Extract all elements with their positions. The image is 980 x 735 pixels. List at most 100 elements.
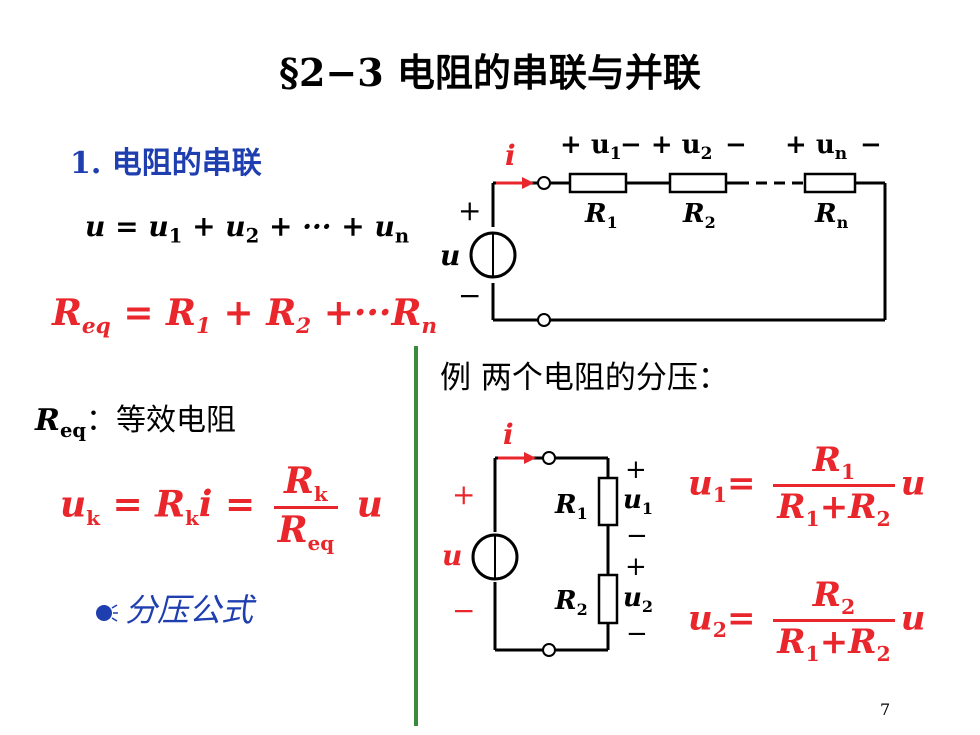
i-eq: i = [198,483,256,526]
divider-current-label: i [503,420,514,451]
svg-text:+ un: + un [785,130,847,164]
req-rhs: = R [123,292,196,334]
v-label-2: − + u [620,130,701,160]
u2-numerator: R2 [773,575,894,619]
req-symbol-sub: eq [59,419,86,442]
v-sub-n: n [835,144,847,164]
rk-sub: k [185,505,199,530]
divider-circuit-diagram: i + u − R1 R2 + u1 − + u2 − [442,420,653,657]
divider-u2-plus: + [625,552,647,582]
divider-r2-sub: 2 [577,600,588,619]
den-sub: eq [307,531,335,556]
example-heading: 例 两个电阻的分压： [440,360,729,396]
u1-eq: = [726,463,756,504]
divider-r2: R [554,586,577,616]
series-current-label: i [505,139,516,172]
eq-op: = [115,210,139,243]
u1-fraction: R1 R1+R2 [773,440,895,531]
r-sub-1: 1 [607,213,618,232]
eq-term-n: u [374,210,395,243]
u2-den-plus: + [819,621,849,662]
u1-den-b-sub: 2 [876,506,891,531]
eq-plus: + [192,210,216,243]
uk-symbol: u [60,483,87,526]
frac-denominator: Req [273,506,339,556]
u2-lhs: u [688,598,713,639]
divider-u2-minus: − [626,619,648,649]
r-sub-2: 2 [705,213,716,232]
voltage-divider-general-formula: uk = Rki = Rk Req u [60,460,383,555]
r-label-n: R [814,199,837,229]
req-colon: ： [85,403,116,438]
divider-src-plus: + [452,478,475,511]
req-r1-sub: 1 [195,314,211,340]
u2-num-sub: 2 [841,594,856,619]
divider-u1: u [623,485,642,515]
v-label-2-minus: − [725,130,747,160]
section-heading: 1. 电阻的串联 [70,146,262,181]
fraction-rk-req: Rk Req [273,460,339,556]
svg-text:− + u2: − + u2 [620,130,712,164]
divider-u1-minus: − [626,521,648,551]
u1-num-sub: 1 [841,459,856,484]
vertical-divider [414,346,418,726]
v-label-n: + u [785,130,835,160]
resistor-r1 [568,172,628,194]
u2-tail: u [900,598,926,639]
u2-denominator: R1+R2 [773,618,895,666]
u1-denominator: R1+R2 [773,483,895,531]
frac-numerator: Rk [274,460,338,506]
num-r: R [284,460,314,502]
page-number: 7 [880,700,891,719]
u1-num-r: R [812,440,842,480]
u1-tail: u [900,463,926,504]
eq-term-1: u [148,210,169,243]
r-sub-n: n [837,213,849,232]
divider-u2: u [623,583,642,613]
req-definition: Req：等效电阻 [35,395,236,442]
req-lhs: R [52,292,82,334]
keyword-line: 分压公式 [95,585,253,631]
svg-text:R2: R2 [682,199,716,232]
u1-numerator: R1 [773,440,894,484]
svg-text:R1: R1 [584,199,618,232]
req-mid: + R [210,292,297,334]
series-src-plus: + [458,194,481,227]
resistor-rn [803,172,857,194]
u1-lhs: u [688,463,713,504]
eq-lhs: u [85,210,106,243]
divider-u2-sub: 2 [642,597,653,616]
u1-lhs-sub: 1 [712,483,727,508]
series-src-minus: − [458,279,481,312]
divider-src-minus: − [452,594,475,627]
series-circuit-diagram: i + u − + u1 − + u2 − + un − R1 R2 Rn [440,130,887,327]
r-label-1: R [584,199,607,229]
v-sub-1: 1 [610,144,622,164]
divider-current-arrow-icon [524,452,536,464]
eq-sub-2: 2 [245,224,260,248]
divider-r1-sub: 1 [577,504,588,523]
svg-text:Rn: Rn [814,199,849,232]
u2-den-b-sub: 2 [876,641,891,666]
req-tail: +···R [311,292,422,334]
u2-lhs-sub: 2 [712,618,727,643]
svg-text:u1: u1 [623,485,653,518]
equivalent-resistance-equation: Req = R1 + R2 +···Rn [52,292,437,339]
v-label-n-minus: − [860,130,882,160]
svg-text:u2: u2 [623,583,653,616]
current-arrow-icon [522,177,534,189]
divider-resistor-r1 [597,476,619,527]
formula-u2: u2= R2 R1+R2 u [688,575,925,666]
u2-eq: = [726,598,756,639]
req-text: 等效电阻 [115,403,236,438]
speaker-icon [96,603,118,622]
u2-den-a: R [777,621,806,662]
eq-dots: + ··· + [269,210,365,243]
r-label-2: R [682,199,705,229]
divider-resistor-r2 [597,573,619,625]
u2-num-r: R [812,575,842,615]
eq-sub-1: 1 [168,224,183,248]
den-r: R [277,509,308,552]
slide-title: §2−3 电阻的串联与并联 [279,50,701,95]
v-sub-2: 2 [701,144,713,164]
